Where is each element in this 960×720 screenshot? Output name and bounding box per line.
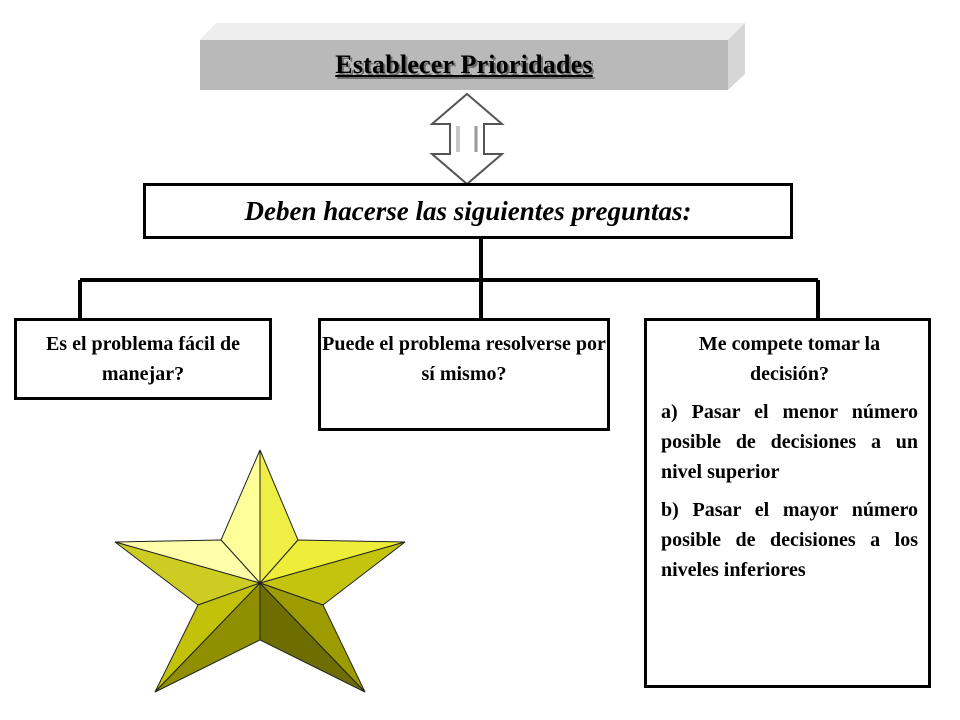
connector-lines (78, 239, 820, 318)
star-icon (114, 449, 406, 693)
question-box-1: Es el problema fácil de manejar? (14, 318, 272, 400)
page-title: Establecer Prioridades (335, 50, 593, 79)
question-box-2: Puede el problema resolverse por sí mism… (318, 318, 610, 431)
question-box-3: Me compete tomar la decisión? a) Pasar e… (644, 318, 931, 688)
question-text-1: Es el problema fácil de manejar? (45, 333, 241, 385)
option-b: b) Pasar el mayor número posible de deci… (661, 499, 918, 581)
option-a: a) Pasar el menor número posible de deci… (661, 401, 918, 483)
title-banner (200, 23, 745, 90)
question-text-3: Me compete tomar la decisión? (698, 333, 881, 385)
double-arrow-icon (429, 92, 505, 186)
question-text-2: Puede el problema resolverse por sí mism… (322, 333, 606, 385)
question-header-box: Deben hacerse las siguientes preguntas: (143, 183, 793, 239)
question-header-text: Deben hacerse las siguientes preguntas: (244, 196, 692, 226)
